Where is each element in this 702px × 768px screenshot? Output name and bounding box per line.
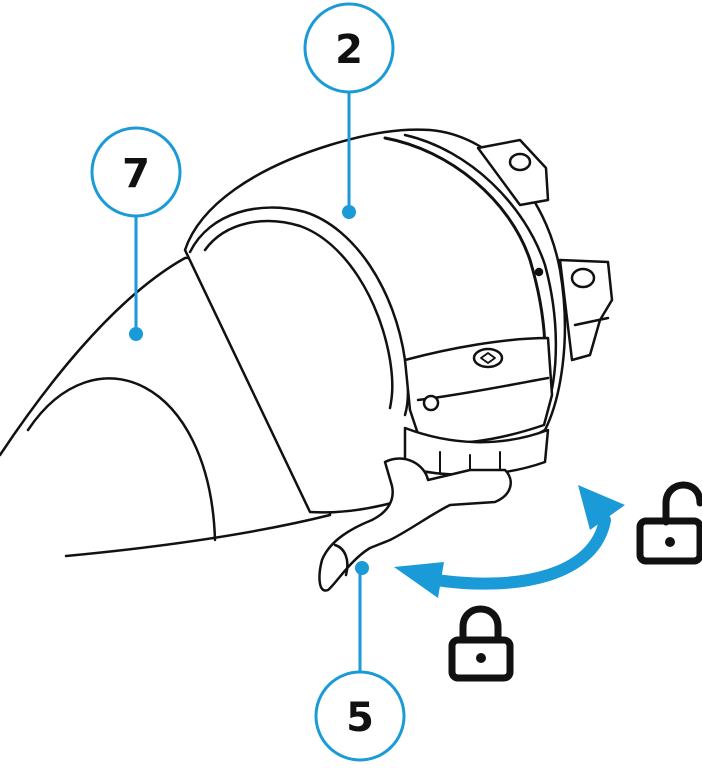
lock-lever — [318, 457, 512, 592]
adapter-ring — [183, 128, 614, 514]
curved-arrow-icon — [394, 485, 625, 598]
leader-dot-2 — [342, 205, 356, 219]
rotation-arrow-shaft — [430, 514, 611, 590]
leader-dot-7 — [129, 327, 143, 341]
locked-padlock-icon — [448, 605, 514, 682]
callout-leaders — [129, 91, 369, 672]
callout-7: 7 — [90, 126, 182, 218]
leader-dot-5 — [355, 561, 369, 575]
callout-5-label: 5 — [346, 695, 374, 741]
callout-7-label: 7 — [122, 151, 150, 197]
callout-5: 5 — [314, 670, 406, 762]
callout-2-label: 2 — [335, 27, 363, 73]
callout-2: 2 — [303, 2, 395, 94]
unlocked-padlock-icon — [636, 481, 702, 565]
arrow-head-lock — [394, 562, 444, 598]
arrow-head-unlock — [578, 485, 625, 530]
